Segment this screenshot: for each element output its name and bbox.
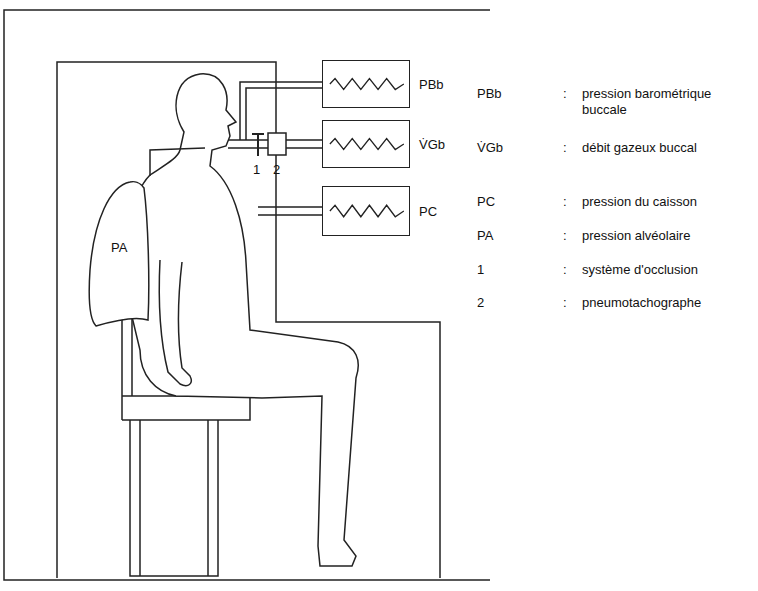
gauge-membrane — [323, 121, 409, 167]
legend-colon: : — [563, 295, 567, 311]
legend-colon: : — [563, 194, 567, 210]
lung-label: PA — [111, 240, 127, 255]
person-arm — [159, 260, 191, 386]
gauge-label: PBb — [419, 77, 444, 92]
lung-outline — [86, 180, 152, 330]
caisson-wall — [57, 62, 440, 578]
callout-number: 1 — [253, 162, 260, 178]
room-wall — [4, 10, 490, 580]
legend-description: débit gazeux buccal — [582, 140, 732, 156]
pressure-tube — [240, 82, 322, 140]
legend-colon: : — [563, 262, 567, 278]
legend-key: 1 — [477, 262, 484, 278]
legend-description: pneumotachographe — [582, 295, 732, 311]
caisson-tube — [258, 207, 322, 215]
legend-colon: : — [563, 140, 567, 156]
chair-base — [130, 420, 218, 576]
gauge-box: V̇Gb — [322, 120, 410, 168]
legend-description: pression barométrique buccale — [582, 86, 732, 118]
legend-key: PBb — [477, 86, 502, 102]
legend-key: PC — [477, 194, 495, 210]
legend-key: 2 — [477, 295, 484, 311]
gauge-box: PBb — [322, 60, 410, 108]
legend-colon: : — [563, 86, 567, 102]
legend-colon: : — [563, 228, 567, 244]
airway — [150, 148, 205, 176]
pneumotachograph — [268, 133, 286, 155]
lung-shape: PA — [86, 180, 152, 330]
gauge-label: PC — [419, 204, 437, 219]
gauge-box: PC — [322, 186, 410, 236]
legend-key: PA — [477, 228, 493, 244]
occlusion-valve — [252, 134, 264, 156]
gauge-membrane — [323, 187, 409, 235]
gauge-label: V̇Gb — [419, 137, 445, 152]
gauge-membrane — [323, 61, 409, 107]
legend-description: pression alvéolaire — [582, 228, 732, 244]
chair-seat — [122, 396, 250, 420]
legend-description: système d'occlusion — [582, 262, 732, 278]
callout-number: 2 — [273, 162, 280, 178]
legend-description: pression du caisson — [582, 194, 732, 210]
legend-key: V̇Gb — [477, 140, 503, 156]
